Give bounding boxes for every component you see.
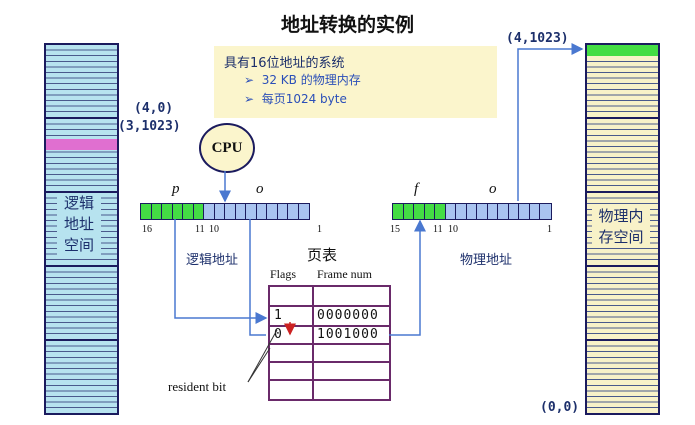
physical-address-caption: 物理地址 <box>460 253 513 268</box>
page-table-row-line <box>270 343 389 345</box>
bit-10: 10 <box>209 224 219 235</box>
o-label-phys: o <box>489 181 497 197</box>
bit-1: 1 <box>317 224 322 235</box>
info-bullet-1-text: 32 KB 的物理内存 <box>261 73 361 87</box>
info-bullet-1: ➢ 32 KB 的物理内存 <box>244 73 361 87</box>
page-table-row-line <box>270 379 389 381</box>
resident-pointer <box>247 347 271 383</box>
logical-label-line: 地址 <box>63 215 94 233</box>
physical-address-register <box>392 203 552 220</box>
resident-bit-label: resident bit <box>168 379 227 394</box>
entry-flag: 1 <box>274 308 283 323</box>
logical-page <box>46 119 117 193</box>
logical-address-caption: 逻辑地址 <box>186 253 239 268</box>
physical-memory-column <box>585 43 660 415</box>
logical-label-line: 逻辑 <box>63 194 94 212</box>
bit-11: 11 <box>195 224 205 235</box>
physical-label-line: 存空间 <box>598 228 644 246</box>
p-label: p <box>172 181 180 197</box>
entry-frame: 0000000 <box>317 308 379 323</box>
cpu-node: CPU <box>199 123 255 173</box>
physical-frame <box>587 119 658 193</box>
page-table-title: 页表 <box>307 246 338 264</box>
bit-16: 16 <box>142 224 152 235</box>
page-table-row-line <box>270 361 389 363</box>
p-to-table-arrow <box>174 219 268 324</box>
physical-frame <box>587 267 658 341</box>
logical-page-highlight <box>46 139 117 150</box>
logical-label-line: 空间 <box>63 236 94 254</box>
physical-memory-label: 物理内 存空间 <box>592 206 650 248</box>
phys-to-memory-arrow <box>517 43 584 201</box>
page-table-row-line <box>270 325 389 327</box>
addr-4-0: (4,0) <box>134 101 174 116</box>
addr-bottom-phys: (0,0) <box>540 400 580 415</box>
flags-header: Flags <box>270 267 297 281</box>
logical-memory-column <box>44 43 119 415</box>
logical-address-register <box>140 203 310 220</box>
addr-3-1023: (3,1023) <box>118 119 181 134</box>
page-table-row-line <box>270 305 389 307</box>
logical-memory-label: 逻辑 地址 空间 <box>57 193 101 256</box>
frame-num-header: Frame num <box>317 267 372 281</box>
frame-to-phys-arrow <box>389 219 426 336</box>
page-table: 1 0000000 0 1001000 <box>268 285 391 401</box>
page-title: 地址转换的实例 <box>280 14 414 36</box>
logical-page <box>46 267 117 341</box>
logical-page <box>46 341 117 413</box>
bit-11-phys: 11 <box>433 224 443 235</box>
addr-top-phys: (4,1023) <box>506 31 569 46</box>
f-label: f <box>414 181 419 197</box>
entry-flag: 0 <box>274 327 283 342</box>
physical-frame <box>587 45 658 119</box>
bit-10-phys: 10 <box>448 224 458 235</box>
physical-frame-highlight <box>587 45 658 56</box>
info-heading: 具有16位地址的系统 <box>224 56 345 71</box>
entry-frame: 1001000 <box>317 327 379 342</box>
info-bullet-2-text: 每页1024 byte <box>261 92 347 106</box>
info-box: 具有16位地址的系统 ➢ 32 KB 的物理内存 ➢ 每页1024 byte <box>214 46 497 118</box>
physical-frame <box>587 341 658 413</box>
info-bullet-2: ➢ 每页1024 byte <box>244 92 347 106</box>
resident-pointer <box>247 329 278 383</box>
o-label: o <box>256 181 264 197</box>
bit-15: 15 <box>390 224 400 235</box>
physical-label-line: 物理内 <box>598 207 644 225</box>
logical-page <box>46 45 117 119</box>
bit-1-phys: 1 <box>547 224 552 235</box>
offset-line <box>249 219 266 336</box>
